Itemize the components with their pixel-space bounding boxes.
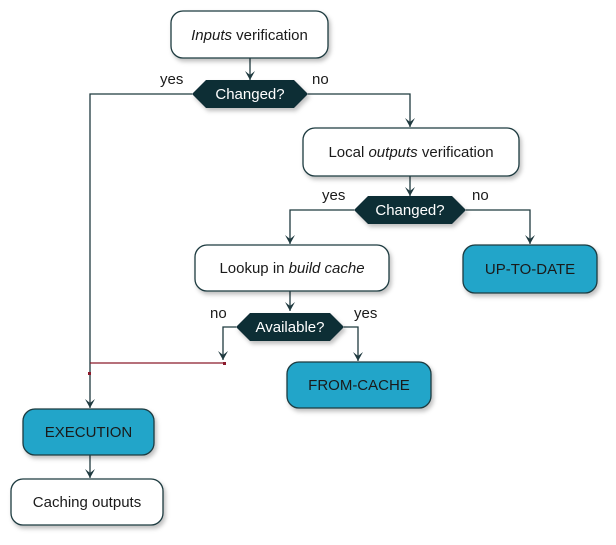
node-caching-outputs: Caching outputs bbox=[10, 478, 164, 526]
terminal-up-to-date: UP-TO-DATE bbox=[462, 244, 598, 294]
up-to-date-label: UP-TO-DATE bbox=[485, 261, 575, 278]
edge-labels: yes no yes no no yes bbox=[160, 71, 489, 322]
merge-dot-left bbox=[88, 372, 91, 375]
lookup-italic: build cache bbox=[289, 260, 365, 277]
edge-changed2-yes bbox=[285, 209, 354, 244]
svg-text:Lookup in build cache: Lookup in build cache bbox=[219, 260, 364, 277]
edge-available-yes bbox=[344, 326, 363, 361]
decision-changed-1-label: Changed? bbox=[215, 86, 284, 103]
node-local-outputs-verification: Local outputs verification bbox=[302, 127, 520, 177]
decision-changed-2-label: Changed? bbox=[375, 202, 444, 219]
edge-changed2-no bbox=[466, 209, 535, 244]
label-changed1-no: no bbox=[312, 71, 329, 88]
label-changed2-yes: yes bbox=[322, 187, 345, 204]
node-inputs-verification: Inputs verification bbox=[170, 10, 329, 59]
local-outputs-pre: Local bbox=[328, 144, 368, 161]
node-lookup-build-cache: Lookup in build cache bbox=[194, 244, 390, 292]
edge-changed1-yes bbox=[85, 93, 192, 408]
label-changed1-yes: yes bbox=[160, 71, 183, 88]
decision-changed-2: Changed? bbox=[354, 196, 466, 224]
decision-available: Available? bbox=[236, 313, 344, 341]
caching-outputs-label: Caching outputs bbox=[33, 494, 141, 511]
label-changed2-no: no bbox=[472, 187, 489, 204]
from-cache-label: FROM-CACHE bbox=[308, 377, 410, 394]
label-available-no: no bbox=[210, 305, 227, 322]
local-outputs-rest: verification bbox=[418, 144, 494, 161]
terminal-execution: EXECUTION bbox=[22, 408, 155, 456]
svg-text:Inputs verification: Inputs verification bbox=[191, 27, 308, 44]
decision-changed-1: Changed? bbox=[192, 80, 308, 108]
svg-text:Local outputs verification: Local outputs verification bbox=[328, 144, 493, 161]
execution-label: EXECUTION bbox=[45, 424, 133, 441]
terminal-from-cache: FROM-CACHE bbox=[286, 361, 432, 409]
local-outputs-italic: outputs bbox=[368, 144, 418, 161]
edge-available-no bbox=[218, 326, 236, 360]
merge-dot-right bbox=[223, 362, 226, 365]
decision-available-label: Available? bbox=[256, 319, 325, 336]
inputs-verification-rest: verification bbox=[232, 27, 308, 44]
inputs-verification-italic: Inputs bbox=[191, 27, 232, 44]
lookup-pre: Lookup in bbox=[219, 260, 288, 277]
connectors bbox=[85, 58, 535, 478]
label-available-yes: yes bbox=[354, 305, 377, 322]
edge-changed1-no bbox=[308, 93, 415, 127]
